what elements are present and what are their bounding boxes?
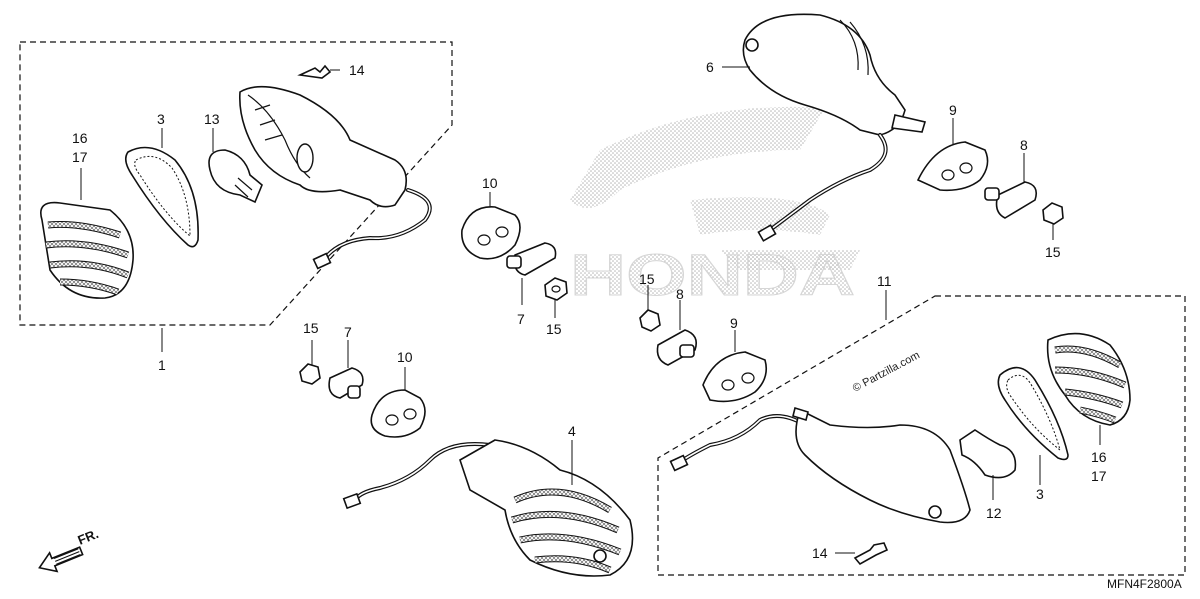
- housing-6: [742, 13, 927, 136]
- callout-15d: 15: [639, 271, 655, 287]
- callout-8a: 8: [1020, 137, 1028, 153]
- watermark: © Partzilla.com: [851, 349, 922, 394]
- callout-8b: 8: [676, 286, 684, 302]
- bracket-7b: [328, 367, 364, 399]
- callout-16b: 16: [1091, 449, 1107, 465]
- callout-15c: 15: [1045, 244, 1061, 260]
- grommet-10b: [370, 389, 426, 438]
- bracket-8a: [984, 181, 1038, 219]
- callout-9b: 9: [730, 315, 738, 331]
- diagram-code: MFN4F2800A: [1107, 577, 1182, 591]
- lens-left: [40, 201, 134, 299]
- screw-14b: [853, 542, 889, 566]
- nut-15b: [299, 363, 321, 385]
- group-box-left: [19, 41, 453, 326]
- housing-right: [792, 406, 971, 524]
- brand-text: HONDA: [570, 243, 855, 308]
- front-arrow-icon: [38, 546, 84, 573]
- callout-14a: 14: [349, 62, 365, 78]
- direction-label: FR.: [76, 526, 101, 548]
- bulb-left: [208, 149, 263, 204]
- gasket-right: [997, 366, 1069, 461]
- wire-upper-right: [757, 133, 888, 242]
- callout-7a: 7: [517, 311, 525, 327]
- grommet-9a: [916, 141, 989, 192]
- callout-14b: 14: [812, 545, 828, 561]
- callout-13: 13: [204, 111, 220, 127]
- callout-4: 4: [568, 423, 576, 439]
- bracket-7a: [506, 242, 557, 276]
- lens-right: [1046, 332, 1131, 426]
- housing-4: [459, 439, 634, 577]
- group-box-right: [657, 295, 1186, 576]
- nut-15a: [544, 277, 568, 301]
- callout-11: 11: [877, 273, 892, 289]
- callout-3b: 3: [1036, 486, 1044, 502]
- callout-15a: 15: [546, 321, 562, 337]
- wire-lower-left: [342, 442, 492, 510]
- callout-9a: 9: [949, 102, 957, 118]
- callout-10a: 10: [482, 175, 498, 191]
- callout-17a: 17: [72, 149, 88, 165]
- callout-15b: 15: [303, 320, 319, 336]
- callout-1: 1: [158, 357, 166, 373]
- housing-left: [238, 85, 408, 208]
- wire-left: [312, 188, 432, 270]
- callout-3a: 3: [157, 111, 165, 127]
- nut-15c: [1042, 202, 1064, 225]
- leader-lines: [80, 66, 1101, 554]
- grommet-9b: [702, 351, 768, 403]
- callout-10b: 10: [397, 349, 413, 365]
- screw-14a: [297, 64, 332, 79]
- wire-lower-right: [669, 414, 807, 472]
- bracket-8b: [656, 329, 698, 366]
- callout-6: 6: [706, 59, 714, 75]
- bulb-right: [959, 429, 1017, 479]
- grommet-10a: [461, 206, 521, 260]
- callout-17b: 17: [1091, 468, 1107, 484]
- nut-15d: [639, 309, 661, 332]
- callout-7b: 7: [344, 324, 352, 340]
- callout-12: 12: [986, 505, 1002, 521]
- gasket-left: [124, 146, 199, 248]
- callout-16a: 16: [72, 130, 88, 146]
- brand-wing-logo: [570, 106, 860, 270]
